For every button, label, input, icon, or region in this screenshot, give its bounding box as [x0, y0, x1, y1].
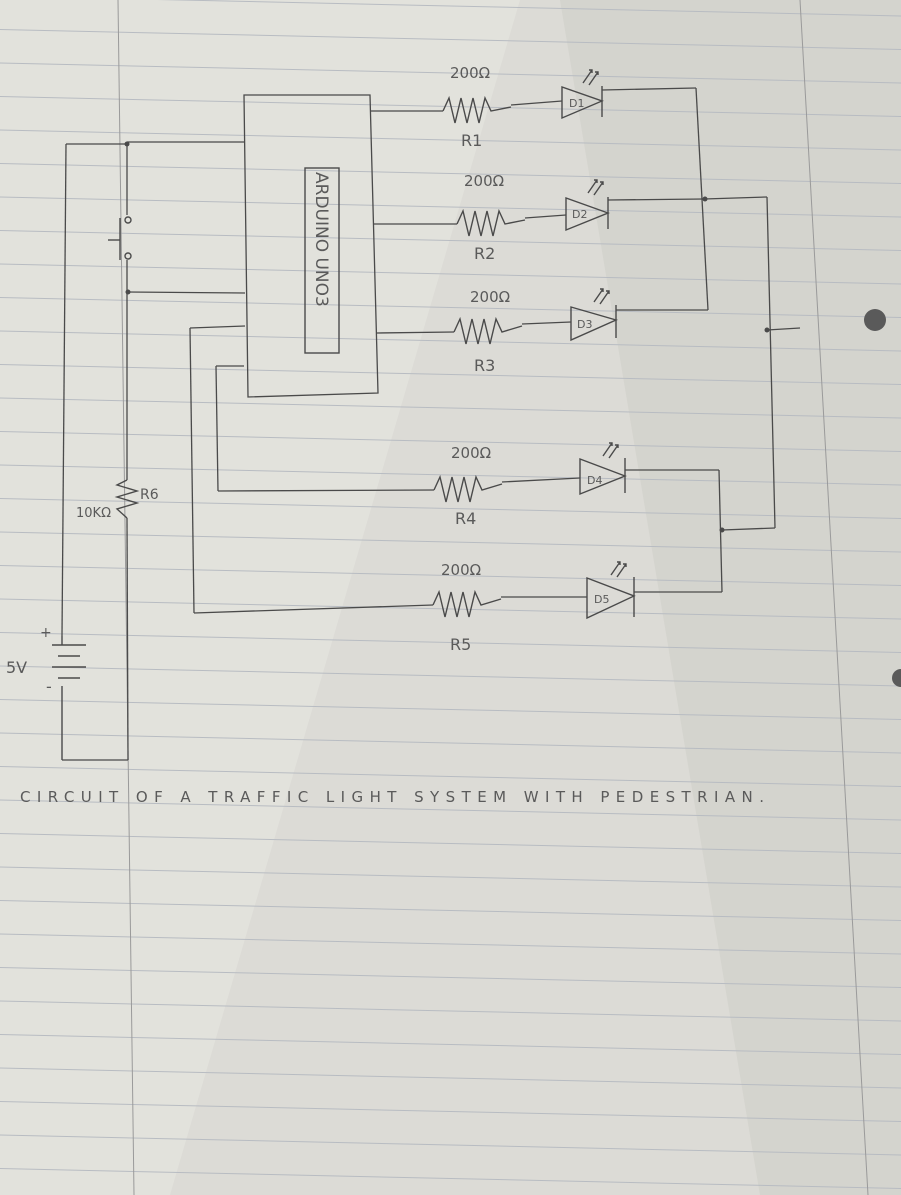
ruled-line — [0, 1067, 901, 1089]
r3-value: 200Ω — [470, 288, 510, 306]
ruled-line — [0, 598, 901, 620]
ruled-line — [0, 665, 901, 687]
d2-label: D2 — [572, 208, 587, 221]
ruled-line — [0, 1034, 901, 1055]
r4-label: R4 — [455, 509, 476, 528]
ruled-line — [0, 196, 901, 218]
ruled-line — [0, 263, 901, 285]
row-1: 200Ω R1 D1 — [370, 64, 697, 150]
bus-wiring — [189, 87, 801, 614]
r1-value: 200Ω — [450, 64, 490, 82]
ruled-line — [0, 397, 901, 419]
ruled-line — [0, 833, 901, 854]
binder-hole — [892, 669, 901, 687]
ruled-line — [157, 0, 901, 17]
ruled-line — [0, 330, 901, 352]
ruled-line — [0, 129, 901, 151]
r2-label: R2 — [474, 244, 495, 263]
battery-5v: + - 5V — [6, 625, 128, 761]
battery-voltage: 5V — [6, 658, 27, 677]
ruled-line — [0, 364, 901, 385]
ruled-line — [0, 498, 901, 519]
ruled-line — [0, 230, 901, 251]
battery-plus: + — [40, 625, 52, 641]
ruled-line — [0, 29, 901, 50]
ruled-line — [0, 632, 901, 653]
r3-label: R3 — [474, 356, 495, 375]
right-edge-line — [799, 0, 869, 1195]
ruled-line — [0, 163, 901, 184]
board-label: ARDUINO UNO3 — [311, 172, 331, 307]
ruled-line — [0, 732, 901, 754]
r6-resistor-icon — [114, 479, 140, 519]
ruled-line — [0, 1168, 901, 1189]
arduino-board: ARDUINO UNO3 — [243, 94, 379, 398]
row-4: 200Ω R4 D4 — [217, 442, 719, 528]
ruled-line — [0, 1101, 901, 1122]
ruled-line — [0, 866, 901, 888]
r5-value: 200Ω — [441, 561, 481, 579]
ruled-line — [0, 62, 901, 84]
ruled-line — [0, 766, 901, 787]
d1-label: D1 — [569, 97, 584, 110]
row-5: 200Ω R5 D5 — [193, 561, 722, 654]
push-button-and-rails: 10KΩ R6 — [61, 141, 246, 761]
ruled-line — [0, 699, 901, 720]
ruled-line — [0, 967, 901, 988]
ruled-line — [0, 933, 901, 955]
ruled-line — [0, 799, 901, 821]
r6-value: 10KΩ — [76, 506, 111, 521]
ruled-line — [0, 297, 901, 318]
r1-label: R1 — [461, 131, 482, 150]
ruled-line — [0, 531, 901, 553]
ruled-line — [0, 464, 901, 486]
d3-label: D3 — [577, 318, 592, 331]
ruled-line — [0, 565, 901, 586]
row-2: 200Ω R2 D2 — [374, 172, 768, 263]
d4-label: D4 — [587, 474, 602, 487]
r5-label: R5 — [450, 635, 471, 654]
ruled-line — [0, 900, 901, 921]
binder-hole — [864, 309, 886, 331]
ruled-line — [0, 1000, 901, 1022]
row-3: 200Ω R3 D3 — [376, 288, 708, 375]
d5-label: D5 — [594, 593, 609, 606]
battery-minus: - — [46, 677, 52, 696]
push-button-icon — [108, 216, 132, 260]
r6-label: R6 — [140, 487, 159, 503]
r2-value: 200Ω — [464, 172, 504, 190]
margin-line — [117, 0, 135, 1195]
ruled-line — [0, 431, 901, 452]
r4-value: 200Ω — [451, 444, 491, 462]
ruled-line — [0, 1134, 901, 1156]
